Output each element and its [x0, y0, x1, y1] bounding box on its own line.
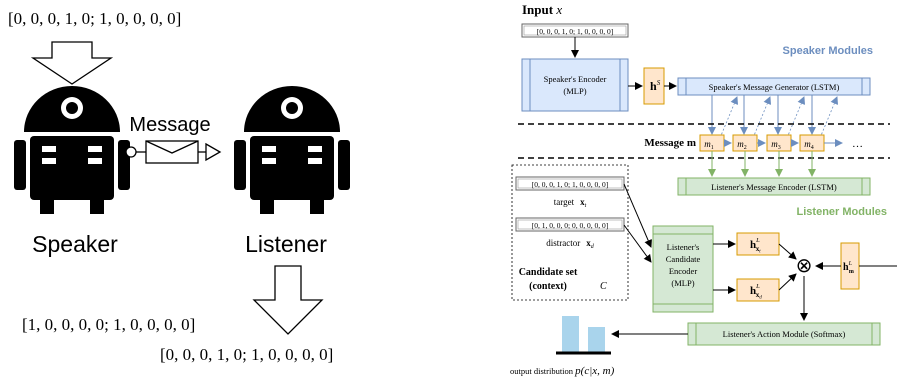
- distractor-vector-box: [515, 217, 625, 232]
- action-module-label: Listener's Action Module (Softmax): [723, 329, 846, 339]
- token-m1: m1: [699, 134, 725, 152]
- hs-label: hS: [650, 79, 661, 93]
- output-vector-2: [0, 0, 0, 1, 0; 1, 0, 0, 0, 0]: [160, 345, 333, 364]
- input-hollow-arrow: [30, 41, 114, 85]
- svg-text:m3: m3: [771, 139, 781, 151]
- listener-message-encoder-label: Listener's Message Encoder (LSTM): [711, 182, 837, 192]
- cand-enc-line4: (MLP): [671, 278, 694, 288]
- svg-text:m4: m4: [804, 139, 814, 151]
- message-envelope-icon: [125, 140, 222, 164]
- left-message-label: Message: [129, 114, 210, 136]
- svg-text:m1: m1: [704, 139, 714, 151]
- distractor-to-encoder-arrow: [623, 224, 652, 263]
- multiply-node: ⊗: [796, 255, 813, 277]
- output-bar-2: [588, 327, 605, 352]
- speaker-message-generator-box: [677, 77, 871, 96]
- cand-enc-line3: Encoder: [669, 266, 697, 276]
- distractor-vector-text: [0, 1, 0, 0, 0; 0, 0, 0, 0, 0]: [532, 221, 608, 230]
- candidate-set-line1: Candidate set: [519, 267, 578, 278]
- output-hollow-arrow: [252, 265, 324, 335]
- output-distribution-label: output distribution p(c|x, m): [510, 365, 615, 377]
- left-input-vector: [0, 0, 0, 1, 0; 1, 0, 0, 0, 0]: [8, 9, 181, 28]
- speaker-label: Speaker: [32, 231, 118, 257]
- speaker-message-generator-label: Speaker's Message Generator (LSTM): [709, 82, 840, 92]
- speaker-encoder-line1: Speaker's Encoder: [544, 74, 607, 84]
- output-vector-1: [1, 0, 0, 0, 0; 1, 0, 0, 0, 0]: [22, 315, 195, 334]
- cand-enc-line1: Listener's: [667, 242, 700, 252]
- svg-text:m2: m2: [737, 139, 747, 151]
- speaker-encoder-box: [521, 58, 629, 112]
- listener-modules-title: Listener Modules: [797, 206, 887, 218]
- input-title: Input x: [522, 2, 562, 17]
- token-to-encoder-arrows: [708, 151, 816, 177]
- listener-label: Listener: [245, 231, 327, 257]
- candidate-set-line2: (context): [529, 281, 567, 292]
- token-ellipsis: …: [852, 138, 863, 150]
- candidate-set-var: C: [600, 281, 607, 292]
- target-vector-box: [515, 176, 625, 191]
- target-to-encoder-arrow: [623, 183, 652, 248]
- candidate-set-container: [511, 164, 629, 301]
- input-vector-text: [0, 0, 0, 1, 0; 1, 0, 0, 0, 0]: [537, 27, 613, 36]
- target-vector-text: [0, 0, 0, 1, 0; 1, 0, 0, 0, 0]: [532, 180, 608, 189]
- token-m2: m2: [732, 134, 758, 152]
- token-m3: m3: [766, 134, 792, 152]
- token-m4: m4: [799, 134, 825, 152]
- speaker-modules-title: Speaker Modules: [783, 45, 873, 57]
- speaker-robot-icon: [14, 86, 130, 214]
- candidate-encoder-box: [652, 225, 714, 313]
- speaker-encoder-line2: (MLP): [563, 86, 586, 96]
- message-title: Message m: [644, 137, 696, 149]
- listener-message-encoder-box: [677, 177, 871, 196]
- output-bar-1: [562, 316, 579, 352]
- generator-to-token-arrows: [708, 95, 839, 139]
- cand-enc-line2: Candidate: [666, 254, 701, 264]
- listener-robot-icon: [234, 86, 350, 214]
